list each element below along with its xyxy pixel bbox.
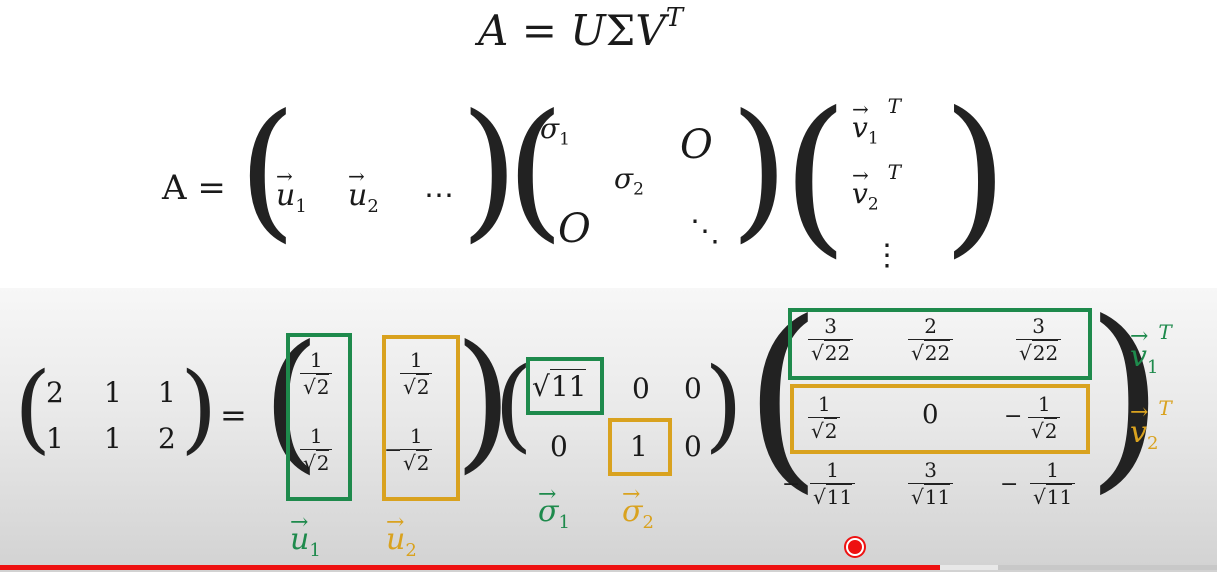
ex-s-right-paren: ): [704, 346, 744, 463]
v11-entry: 3 √22: [808, 316, 854, 365]
label-sigma1-arrow-icon: →: [538, 482, 557, 507]
vt-left-paren: (: [782, 76, 849, 274]
vt-row-1: → v1 T: [852, 94, 901, 149]
s21-entry: 0: [550, 430, 568, 463]
u1-highlight-box: [286, 333, 352, 501]
label-v1t-arrow-icon: →: [1130, 324, 1149, 349]
label-sigma2: → σ2: [622, 482, 654, 533]
u12-entry: 1 √2: [400, 350, 433, 399]
video-progress-bar[interactable]: [0, 565, 1217, 570]
v2-highlight-box: [790, 384, 1090, 454]
title-formula: A = UΣVT: [478, 3, 684, 55]
u11-entry: 1 √2: [300, 350, 333, 399]
u-col-1: → u1: [276, 164, 307, 217]
ex-v-right-paren: ): [1086, 279, 1165, 512]
zero-block-top: O: [680, 122, 713, 168]
scrubber-handle[interactable]: [846, 538, 864, 556]
sigma-ddots: ⋱: [690, 214, 720, 249]
label-u1-arrow-icon: →: [290, 510, 309, 535]
v23-entry: 1 √2: [1028, 394, 1061, 443]
u-left-paren: (: [238, 83, 297, 257]
vt-vdots: ⋮: [872, 238, 902, 273]
u-col-dots: ⋯: [424, 178, 454, 213]
title-t: T: [665, 3, 684, 33]
s12-entry: 0: [632, 372, 650, 405]
u2-highlight-box: [382, 335, 460, 501]
sigma-left-paren: (: [506, 83, 565, 257]
v2-arrow-icon: →: [852, 163, 869, 188]
sigma-1-entry: σ1: [540, 112, 570, 150]
v32-entry: 3 √11: [908, 460, 954, 509]
sigma-2-entry: σ2: [614, 162, 644, 200]
vt-right-paren: ): [942, 76, 1009, 274]
ex-u-left-paren: (: [262, 314, 321, 488]
label-u2-arrow-icon: →: [386, 510, 405, 535]
title-sigma: Σ: [605, 6, 636, 55]
u-right-paren: ): [460, 83, 519, 257]
v13-entry: 3 √22: [1016, 316, 1062, 365]
label-v2t-arrow-icon: →: [1130, 400, 1149, 425]
a-right-paren: ): [180, 352, 218, 464]
v23-sign: −: [1004, 404, 1023, 429]
v31-sign: −: [782, 472, 801, 497]
zero-block-bottom: O: [558, 206, 591, 252]
label-v1t: → v1T: [1130, 320, 1172, 378]
label-u1: → u1: [290, 510, 321, 561]
v1-arrow-icon: →: [852, 97, 869, 122]
u2-arrow-icon: →: [348, 164, 365, 188]
title-eq: =: [521, 6, 557, 55]
vt-row-2: → v2 T: [852, 160, 901, 215]
u22-entry: 1 √2: [400, 426, 433, 475]
ex-v-left-paren: (: [744, 279, 823, 512]
v1-highlight-box: [788, 308, 1092, 380]
v33-entry: 1 √11: [1030, 460, 1076, 509]
u22-sign: −: [384, 438, 403, 463]
v31-entry: 1 √11: [810, 460, 856, 509]
s13-entry: 0: [684, 372, 702, 405]
v12-entry: 2 √22: [908, 316, 954, 365]
u21-entry: 1 √2: [300, 426, 333, 475]
title-u: U: [570, 6, 606, 55]
sigma-right-paren: ): [730, 83, 789, 257]
progress-played: [0, 565, 940, 570]
v33-sign: −: [1000, 472, 1019, 497]
sigma2-highlight-box: [608, 418, 672, 476]
s22-entry: 1: [630, 430, 648, 463]
label-sigma1: → σ1: [538, 482, 570, 533]
label-sigma2-arrow-icon: →: [622, 482, 641, 507]
a-left-paren: (: [14, 352, 52, 464]
v22-entry: 0: [922, 400, 939, 430]
u-col-2: → u2: [348, 164, 379, 217]
ex-u-right-paren: ): [454, 314, 513, 488]
title-a: A: [478, 6, 509, 55]
u1-arrow-icon: →: [276, 164, 293, 188]
v21-entry: 1 √2: [808, 394, 841, 443]
label-v2t: → v2T: [1130, 396, 1172, 454]
example-equals: =: [220, 396, 247, 434]
title-v: V: [635, 6, 666, 55]
sigma1-highlight-box: [526, 357, 604, 415]
s11-entry: √11: [532, 369, 587, 403]
s23-entry: 0: [684, 430, 702, 463]
label-u2: → u2: [386, 510, 417, 561]
general-lhs: A =: [162, 168, 226, 208]
